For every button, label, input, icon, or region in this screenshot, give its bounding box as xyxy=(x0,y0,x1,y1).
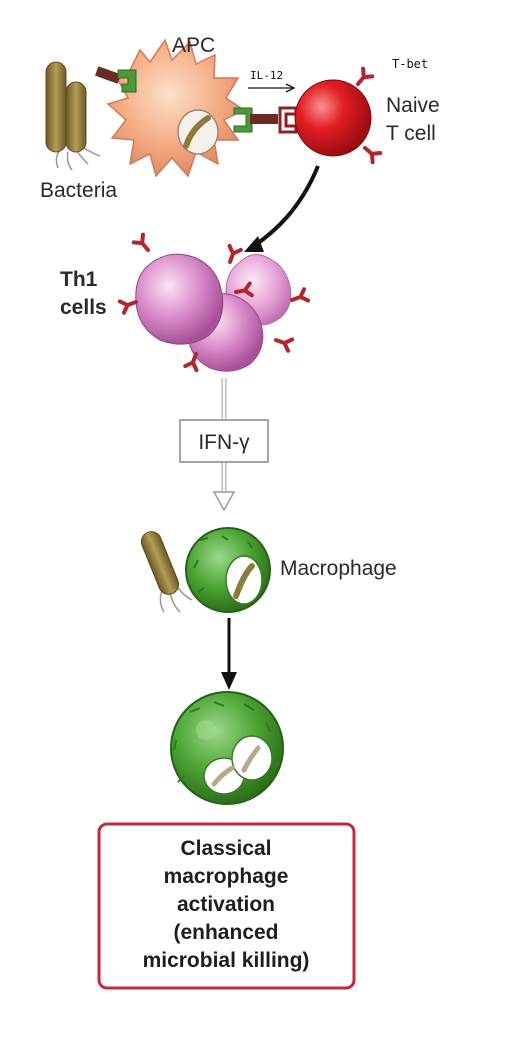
th1-cell-cluster xyxy=(117,232,311,373)
ifn-arrow xyxy=(212,378,236,512)
ifn-label: IFN-γ xyxy=(198,431,250,454)
ifn-box xyxy=(179,419,269,463)
apc-cell xyxy=(106,38,246,178)
outcome-line1: Classical xyxy=(180,837,271,860)
th1-label-line2: cells xyxy=(60,296,107,319)
naive-label-line2: T cell xyxy=(386,122,436,145)
macrophage-cell xyxy=(185,527,271,613)
outcome-line3: activation xyxy=(177,893,275,916)
activation-arrow xyxy=(221,618,237,690)
bacteria-label: Bacteria xyxy=(40,179,117,202)
outcome-line5: microbial killing) xyxy=(143,949,310,972)
tcr-mhc-synapse xyxy=(233,106,298,134)
apc-label: APC xyxy=(172,34,215,57)
outcome-line2: macrophage xyxy=(164,865,289,888)
macrophage-label: Macrophage xyxy=(280,557,397,580)
tbet-label: T-bet xyxy=(392,57,428,71)
bacteria-icon xyxy=(45,61,101,171)
il12-label: IL-12 xyxy=(250,69,283,82)
naive-label-line1: Naive xyxy=(386,94,440,117)
il12-arrow xyxy=(248,83,296,93)
mhc-receptor-left xyxy=(95,66,137,93)
outcome-box xyxy=(97,822,356,990)
naive-t-cell xyxy=(294,66,383,165)
th1-label-line1: Th1 xyxy=(60,268,98,291)
activated-macrophage-cell xyxy=(170,691,284,805)
free-bacterium-icon xyxy=(140,531,193,613)
differentiation-arrow xyxy=(244,165,320,252)
outcome-line4: (enhanced xyxy=(173,921,278,944)
